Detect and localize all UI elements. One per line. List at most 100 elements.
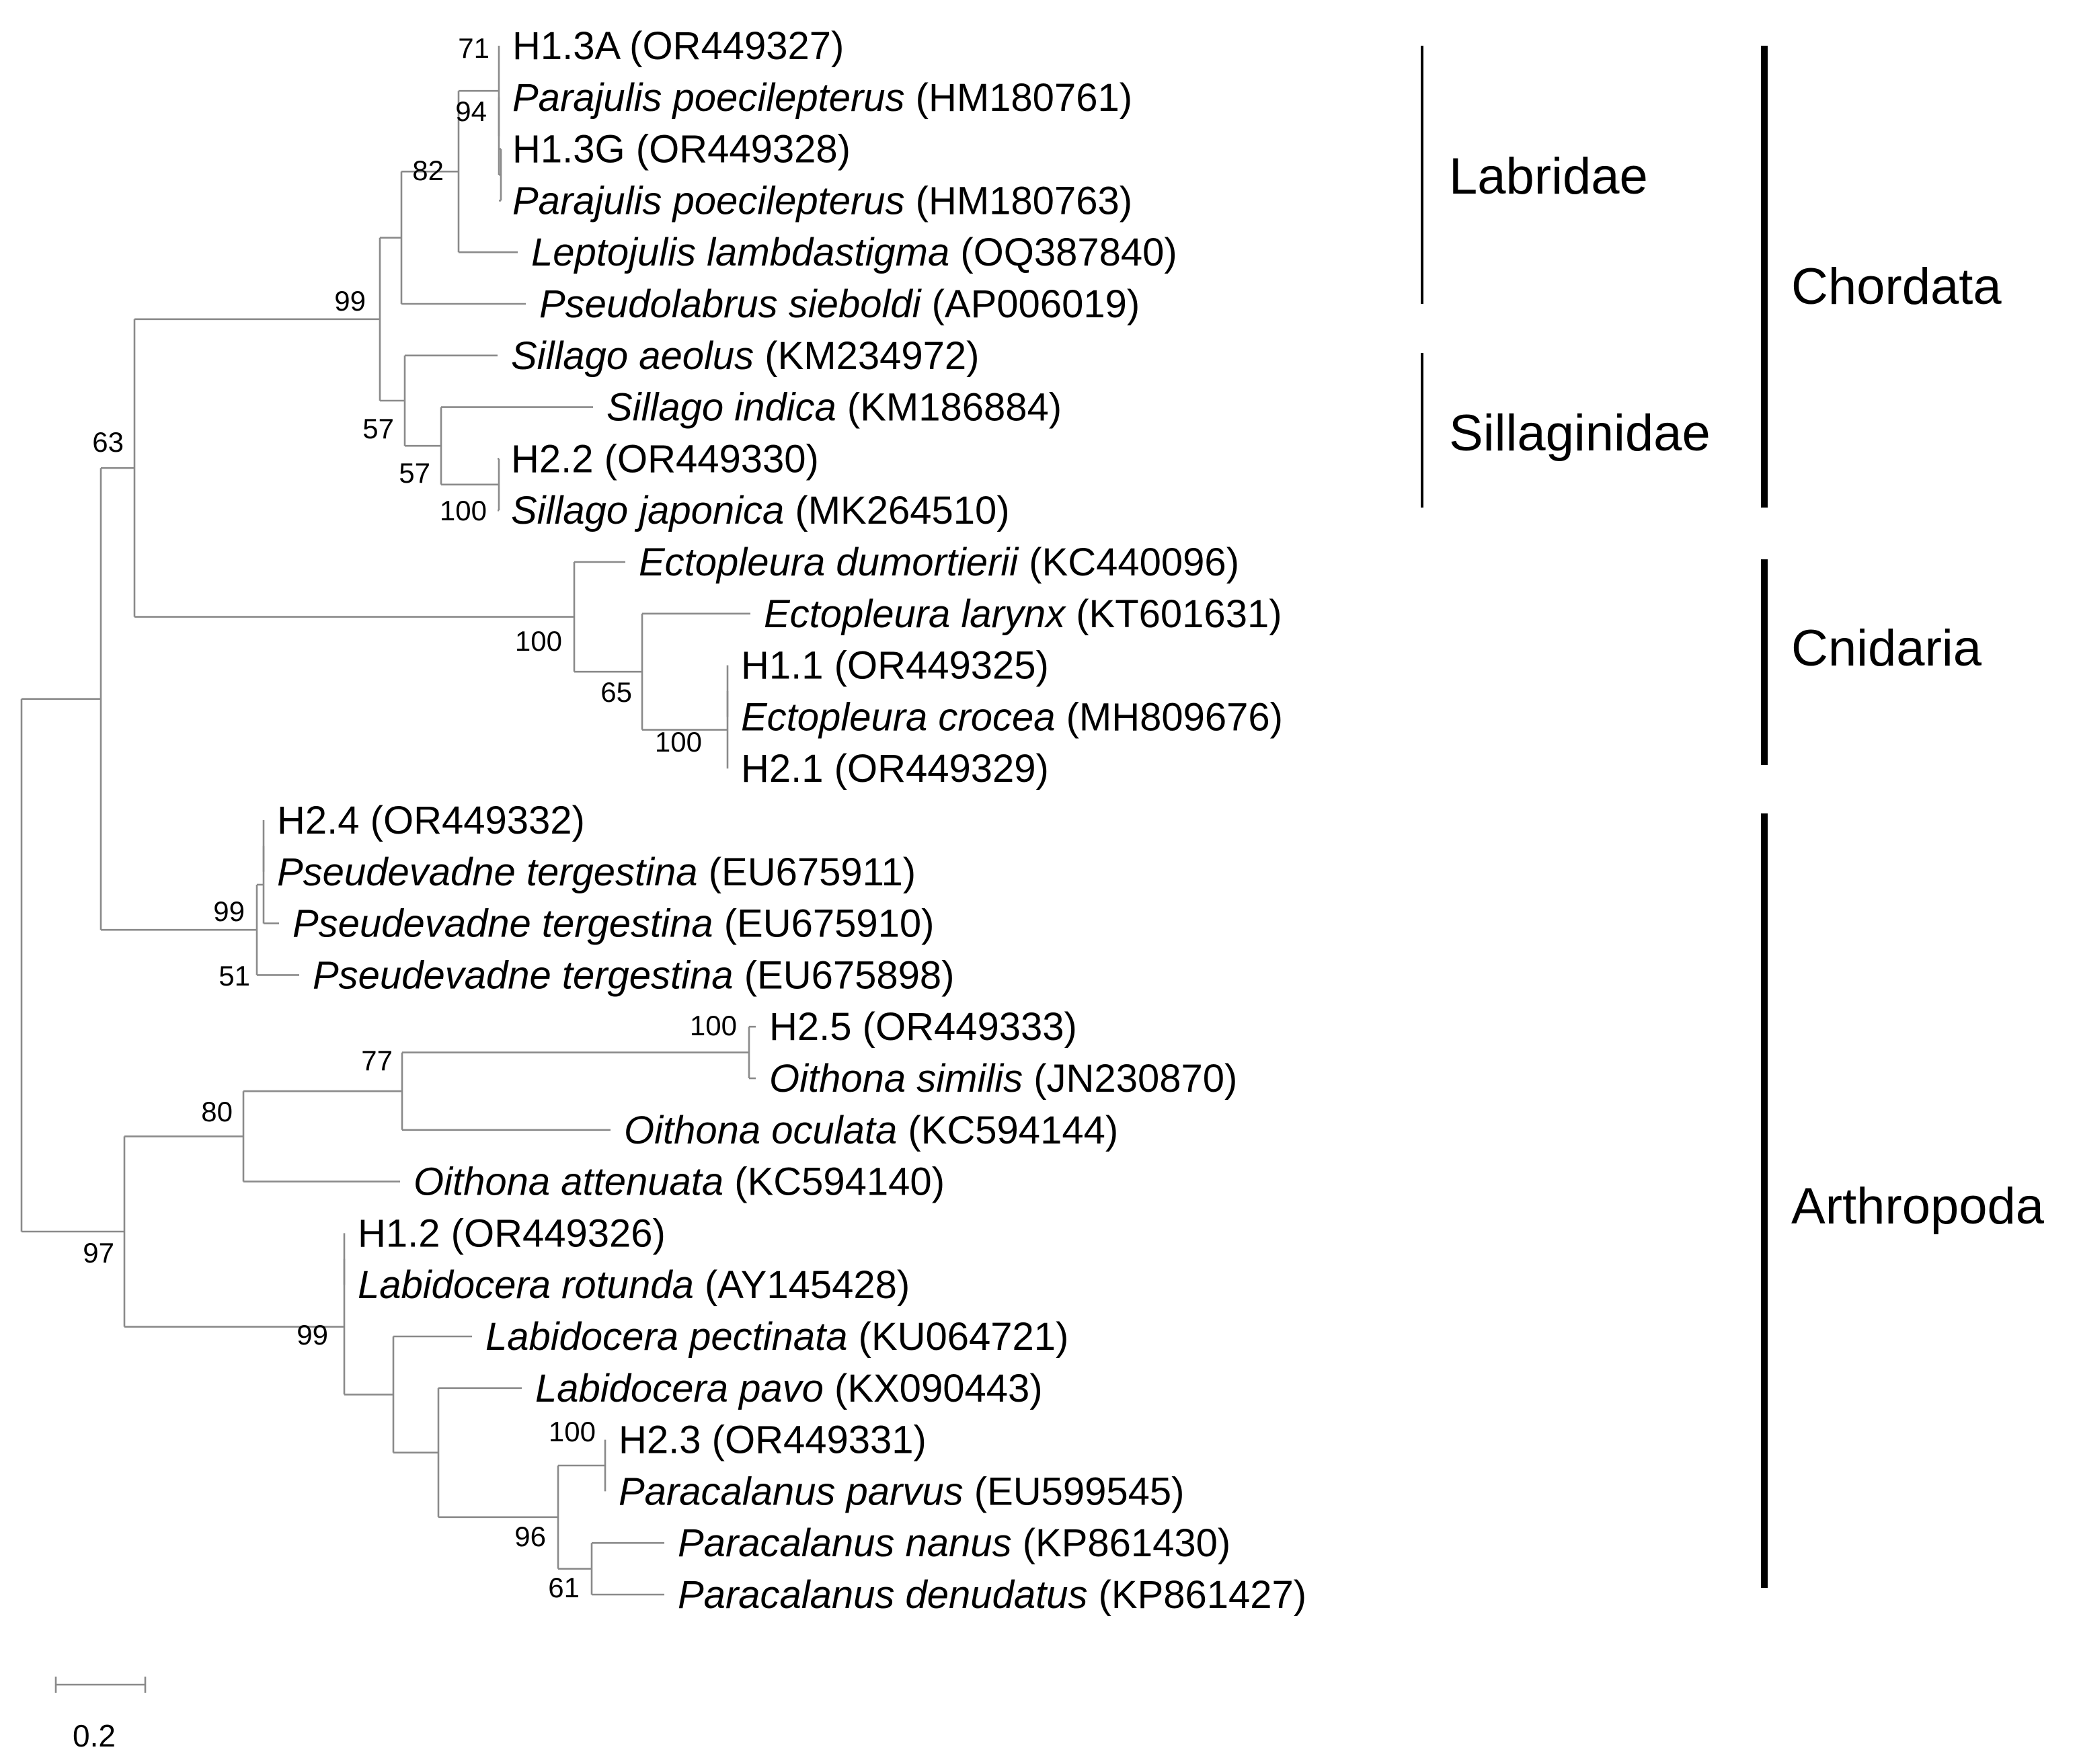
accession-number: (OQ387840) (960, 231, 1177, 274)
leaf-label: H2.2 (OR449330) (511, 437, 819, 481)
leaf-label: H1.1 (OR449325) (741, 644, 1049, 688)
leaf-label: H1.3A (OR449327) (512, 24, 844, 68)
taxon-name: H1.3A (512, 24, 629, 68)
accession-number: (KU064721) (859, 1315, 1069, 1359)
leaf-label: Oithona attenuata (KC594140) (414, 1160, 945, 1204)
accession-number: (OR449329) (834, 747, 1049, 791)
taxon-name: Oithona similis (769, 1057, 1033, 1100)
leaf-label: H2.5 (OR449333) (769, 1005, 1077, 1049)
accession-number: (EU675898) (744, 953, 955, 997)
taxon-name: Pseudevadne tergestina (292, 902, 724, 946)
accession-number: (KT601631) (1076, 592, 1282, 636)
phylum-label-cnidaria: Cnidaria (1791, 620, 1982, 677)
accession-number: (AP006019) (932, 282, 1140, 326)
leaf-label: Pseudolabrus sieboldi (AP006019) (539, 282, 1140, 326)
taxon-name: Sillago indica (606, 386, 847, 430)
taxon-name: Sillago japonica (511, 489, 795, 532)
taxon-name: H2.3 (619, 1418, 712, 1462)
bootstrap-value: 99 (213, 895, 245, 927)
leaf-label: H2.3 (OR449331) (619, 1418, 927, 1462)
taxon-name: Paracalanus nanus (678, 1521, 1023, 1565)
bootstrap-value: 94 (455, 95, 487, 127)
taxon-name: H1.2 (358, 1211, 451, 1255)
leaf-label: Labidocera pectinata (KU064721) (485, 1315, 1068, 1359)
accession-number: (KM234972) (764, 334, 979, 378)
accession-number: (OR449325) (834, 644, 1049, 688)
taxon-name: Labidocera pavo (535, 1367, 834, 1410)
accession-number: (JN230870) (1033, 1057, 1237, 1100)
accession-number: (OR449326) (451, 1211, 666, 1255)
leaf-label: Ectopleura dumortierii (KC440096) (639, 540, 1239, 584)
leaf-label: Sillago japonica (MK264510) (511, 489, 1010, 532)
bootstrap-value: 57 (362, 413, 394, 444)
bootstrap-value: 82 (412, 155, 444, 186)
accession-number: (OR449331) (712, 1418, 927, 1462)
taxon-name: Labidocera rotunda (358, 1263, 705, 1307)
leaf-label: Parajulis poecilepterus (HM180761) (512, 76, 1132, 120)
accession-number: (HM180761) (916, 76, 1132, 120)
taxon-name: Labidocera pectinata (485, 1315, 859, 1359)
accession-number: (KM186884) (847, 386, 1062, 430)
bootstrap-value: 100 (690, 1010, 737, 1041)
taxon-name: Paracalanus denudatus (678, 1573, 1099, 1617)
accession-number: (KP861430) (1023, 1521, 1231, 1565)
bootstrap-value: 99 (334, 285, 366, 317)
leaf-label: Labidocera rotunda (AY145428) (358, 1263, 910, 1307)
leaf-label: Parajulis poecilepterus (HM180763) (512, 179, 1132, 223)
scale-bar-label: 0.2 (73, 1718, 116, 1753)
taxon-name: H2.1 (741, 747, 834, 791)
taxon-name: Pseudevadne tergestina (313, 953, 744, 997)
leaf-label: Paracalanus nanus (KP861430) (678, 1521, 1230, 1565)
bootstrap-value: 96 (514, 1521, 546, 1552)
phylum-label-chordata: Chordata (1791, 258, 2002, 315)
leaf-label: Ectopleura crocea (MH809676) (741, 695, 1283, 739)
accession-number: (EU675910) (724, 902, 935, 946)
accession-number: (KC594144) (908, 1109, 1118, 1152)
bootstrap-values: 7194829910057571006510063995110077801006… (83, 32, 737, 1603)
leaf-labels: H1.3A (OR449327) Parajulis poecilepterus … (277, 24, 1306, 1617)
accession-number: (EU675911) (709, 850, 916, 894)
bootstrap-value: 71 (458, 32, 489, 64)
group-annotations: Labridae Sillaginidae Chordata Cnidaria … (1421, 46, 2045, 1588)
accession-number: (OR449330) (604, 437, 819, 481)
taxon-name: Parajulis poecilepterus (512, 179, 916, 223)
taxon-name: Leptojulis lambdastigma (531, 231, 960, 274)
taxon-name: Oithona oculata (624, 1109, 908, 1152)
taxon-name: H1.1 (741, 644, 834, 688)
bootstrap-value: 77 (361, 1045, 393, 1076)
taxon-name: H2.2 (511, 437, 604, 481)
bootstrap-value: 80 (201, 1096, 233, 1127)
bootstrap-value: 100 (549, 1416, 596, 1447)
accession-number: (OR449328) (636, 128, 851, 171)
family-label-labridae: Labridae (1449, 148, 1648, 205)
leaf-label: Labidocera pavo (KX090443) (535, 1367, 1043, 1410)
taxon-name: Pseudevadne tergestina (277, 850, 709, 894)
leaf-label: H2.4 (OR449332) (277, 799, 585, 842)
family-label-sillaginidae: Sillaginidae (1449, 405, 1711, 462)
leaf-label: H2.1 (OR449329) (741, 747, 1049, 791)
leaf-label: Oithona similis (JN230870) (769, 1057, 1237, 1100)
accession-number: (KX090443) (834, 1367, 1043, 1410)
taxon-name: Sillago aeolus (511, 334, 764, 378)
leaf-label: Sillago indica (KM186884) (606, 386, 1062, 430)
bootstrap-value: 65 (600, 676, 632, 708)
accession-number: (KP861427) (1099, 1573, 1307, 1617)
taxon-name: Paracalanus parvus (619, 1470, 974, 1513)
accession-number: (KC594140) (734, 1160, 945, 1204)
leaf-label: Sillago aeolus (KM234972) (511, 334, 979, 378)
accession-number: (OR449327) (629, 24, 844, 68)
leaf-label: Pseudevadne tergestina (EU675898) (313, 953, 954, 997)
leaf-label: H1.2 (OR449326) (358, 1211, 666, 1255)
taxon-name: H2.5 (769, 1005, 863, 1049)
accession-number: (MH809676) (1066, 695, 1283, 739)
leaf-label: H1.3G (OR449328) (512, 128, 851, 171)
leaf-label: Pseudevadne tergestina (EU675911) (277, 850, 916, 894)
accession-number: (OR449333) (863, 1005, 1077, 1049)
bootstrap-value: 51 (219, 960, 250, 992)
bootstrap-value: 57 (399, 457, 430, 489)
taxon-name: H1.3G (512, 128, 636, 171)
leaf-label: Paracalanus denudatus (KP861427) (678, 1573, 1306, 1617)
bootstrap-value: 100 (440, 495, 487, 526)
leaf-label: Pseudevadne tergestina (EU675910) (292, 902, 934, 946)
